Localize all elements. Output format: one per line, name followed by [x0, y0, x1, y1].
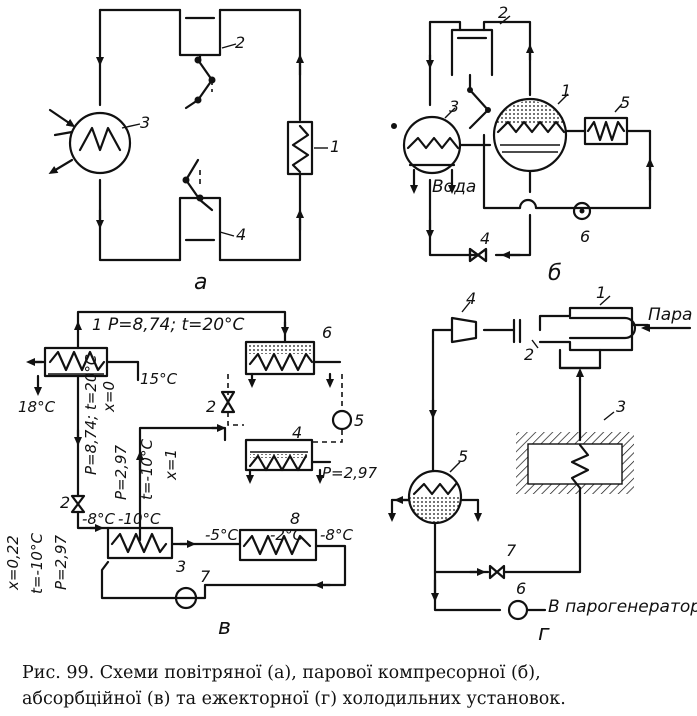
heater-1-box [286, 120, 314, 176]
absorber-4-box [244, 438, 314, 472]
label-b-2: 2 [498, 3, 508, 22]
label-v-6: 6 [322, 323, 332, 342]
label-v-m2c: -2°C [270, 526, 303, 544]
label-v-5: 5 [354, 411, 364, 430]
label-a-4: 4 [236, 225, 246, 244]
label-v-tm10-left: t=-10°C [28, 533, 46, 594]
label-v-18c: 18°C [18, 398, 56, 416]
panel-b-letter: б [548, 261, 562, 286]
label-v-2-right: 2 [206, 397, 216, 416]
diffuser-4 [450, 316, 478, 344]
label-g-2: 2 [524, 345, 534, 364]
label-g-1: 1 [596, 283, 606, 302]
label-b-4: 4 [480, 229, 490, 248]
label-v-m8c-right: -8°C [320, 526, 353, 544]
label-g-4: 4 [466, 289, 476, 308]
label-b-6: 6 [580, 227, 590, 246]
label-v-tm10: t=-10°C [138, 439, 156, 500]
label-v-2-left: 2 [60, 493, 70, 512]
label-v-3: 3 [176, 557, 186, 576]
label-v-x022: x=0,22 [4, 535, 22, 591]
label-b-5: 5 [620, 93, 630, 112]
label-v-8: 8 [290, 509, 300, 528]
label-v-p297-mid: P=2,97 [112, 445, 130, 500]
label-v-m10c: -10°C [118, 510, 161, 528]
label-g-5: 5 [458, 447, 468, 466]
label-v-m5c: -5°C [205, 526, 238, 544]
label-b-1: 1 [561, 81, 571, 100]
label-v-4: 4 [292, 423, 302, 442]
label-v-p2-left: P=8,74; t=20°C [82, 354, 100, 475]
generator-6-box [244, 340, 316, 376]
panel-a-air-refrigerator: 2 3 1 4 а [48, 8, 340, 295]
figure-caption: Рис. 99. Схеми повітряної (а), парової к… [22, 660, 690, 712]
panel-v-letter: в [218, 615, 231, 640]
label-b-3: 3 [449, 97, 459, 116]
panel-g-ejector: 4 1 Пара 2 3 5 7 6 В парогенератор г [388, 283, 697, 646]
caption-line-2: абсорбційної (в) та ежекторної (г) холод… [22, 689, 566, 709]
label-v-x1: x=1 [162, 449, 180, 481]
label-v-x0: x=0 [100, 381, 118, 413]
label-v-1: 1 [92, 315, 102, 334]
label-g-to-generator: В парогенератор [548, 597, 697, 617]
panel-a-letter: а [194, 270, 207, 295]
label-g-7: 7 [506, 541, 517, 560]
label-v-15c: 15°C [140, 370, 178, 388]
panel-g-letter: г [538, 621, 550, 646]
label-g-steam: Пара [648, 305, 692, 325]
label-a-1: 1 [330, 137, 340, 156]
label-a-3: 3 [140, 113, 150, 132]
panel-b-vapor-compression: 2 3 1 5 Вода 4 6 б [391, 3, 654, 286]
label-v-p297-left: P=2,97 [52, 535, 70, 590]
label-b-water: Вода [432, 177, 476, 197]
label-v-top-params: P=8,74; t=20°C [108, 315, 245, 335]
label-g-3: 3 [616, 397, 626, 416]
label-v-m8c: -8°C [82, 510, 115, 528]
label-v-7: 7 [200, 567, 211, 586]
label-a-2: 2 [235, 33, 245, 52]
panel-v-absorption: 1 P=8,74; t=20°C 6 15°C 18°C P=8,74; t=2… [4, 310, 377, 640]
label-g-6: 6 [516, 579, 526, 598]
label-v-p297-right: P=2,97 [322, 464, 377, 482]
caption-line-1: Рис. 99. Схеми повітряної (а), парової к… [22, 663, 541, 683]
heat-exchanger-3-circle [68, 111, 132, 175]
